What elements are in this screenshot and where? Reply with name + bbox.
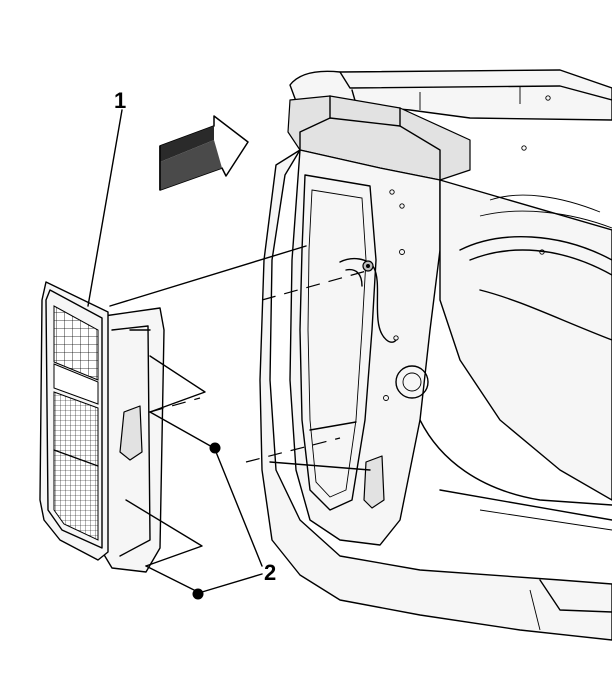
lamp-nut-fasteners [192,442,221,600]
tail-lamp-assembly [39,281,165,573]
callout-1-label: 1 [114,88,126,113]
callout-leaders [87,109,263,593]
callout-2-label: 2 [264,560,276,585]
assembly-alignment-lines [109,245,371,593]
nut-upper [209,442,221,454]
vehicle-body-pillar [259,69,612,641]
forward-arrow-icon [159,115,249,191]
nut-lower [192,588,204,600]
